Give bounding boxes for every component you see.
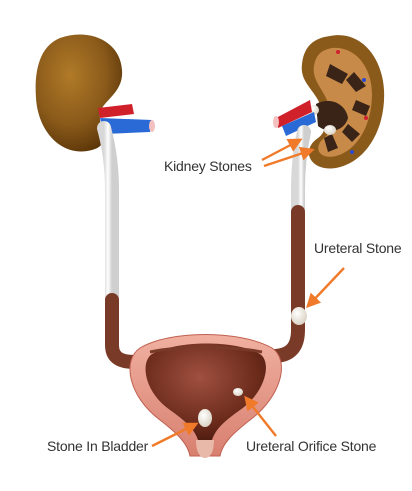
stone-in-bladder-label: Stone In Bladder [47,438,149,454]
right-kidney [301,35,385,169]
ureteral-orifice-stone [233,388,243,396]
arrow-ureteral-orifice-stone [244,395,277,437]
kidney-stone-upper [309,105,319,115]
left-ureter [97,121,157,369]
arrow-ureteral-stone [306,267,345,309]
ureteral-orifice-stone-label: Ureteral Orifice Stone [246,438,377,454]
arrow-kidney-stones-1 [261,138,303,162]
ureteral-stone [291,307,307,325]
bladder [129,334,282,458]
arrow-stone-in-bladder [151,422,199,448]
right-renal-vessels [273,100,316,136]
arrow-kidney-stones-2 [263,146,315,168]
ureteral-stone-label: Ureteral Stone [314,240,402,256]
left-kidney [35,34,123,152]
left-renal-vessels [98,104,155,134]
kidney-stone-lower [324,125,336,135]
bladder-stone [198,409,212,427]
kidney-stones-label: Kidney Stones [164,158,252,174]
